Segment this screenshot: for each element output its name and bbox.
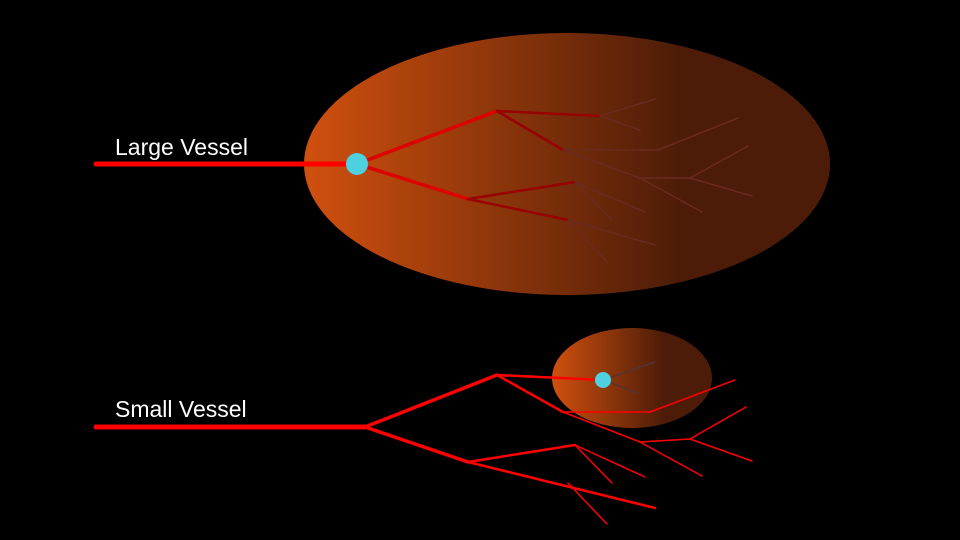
small-vessel-tree xyxy=(93,361,753,525)
large-branch xyxy=(495,109,602,118)
large-twig xyxy=(599,115,641,131)
large-twig xyxy=(574,181,646,213)
large-twig xyxy=(567,219,608,263)
large-twig xyxy=(562,149,641,179)
small-twig xyxy=(639,438,691,443)
small-branch xyxy=(466,443,577,464)
small-twig xyxy=(649,379,736,413)
small-branch-upper xyxy=(363,373,499,429)
large-branch-upper xyxy=(355,109,499,166)
large-twig xyxy=(574,181,613,221)
large-branch xyxy=(495,109,565,152)
large-tissue-region xyxy=(304,33,830,295)
small-twig xyxy=(689,438,753,462)
small-twig xyxy=(574,444,613,484)
small-vessel-label: Small Vessel xyxy=(115,396,247,422)
small-vessel-node xyxy=(595,372,611,388)
small-twig xyxy=(562,411,641,443)
small-branch xyxy=(466,460,657,510)
large-vessel-node xyxy=(346,153,368,175)
small-twig xyxy=(567,482,608,525)
large-twig xyxy=(657,117,739,151)
large-branch xyxy=(466,197,570,222)
large-vessel-label: Large Vessel xyxy=(115,134,248,160)
large-branch xyxy=(466,180,577,201)
small-twig xyxy=(639,441,703,477)
large-twig xyxy=(689,177,753,197)
large-vessel-tree xyxy=(93,98,753,263)
small-twig xyxy=(689,406,747,440)
large-twig xyxy=(689,145,749,179)
small-twig xyxy=(574,444,646,478)
small-twig xyxy=(602,361,656,381)
large-twig xyxy=(567,219,656,246)
large-twig xyxy=(599,98,656,117)
small-branch xyxy=(495,373,565,414)
small-branch xyxy=(495,373,605,382)
large-branch-lower xyxy=(355,162,470,201)
large-twig xyxy=(639,177,703,213)
small-branch-lower xyxy=(363,425,470,464)
